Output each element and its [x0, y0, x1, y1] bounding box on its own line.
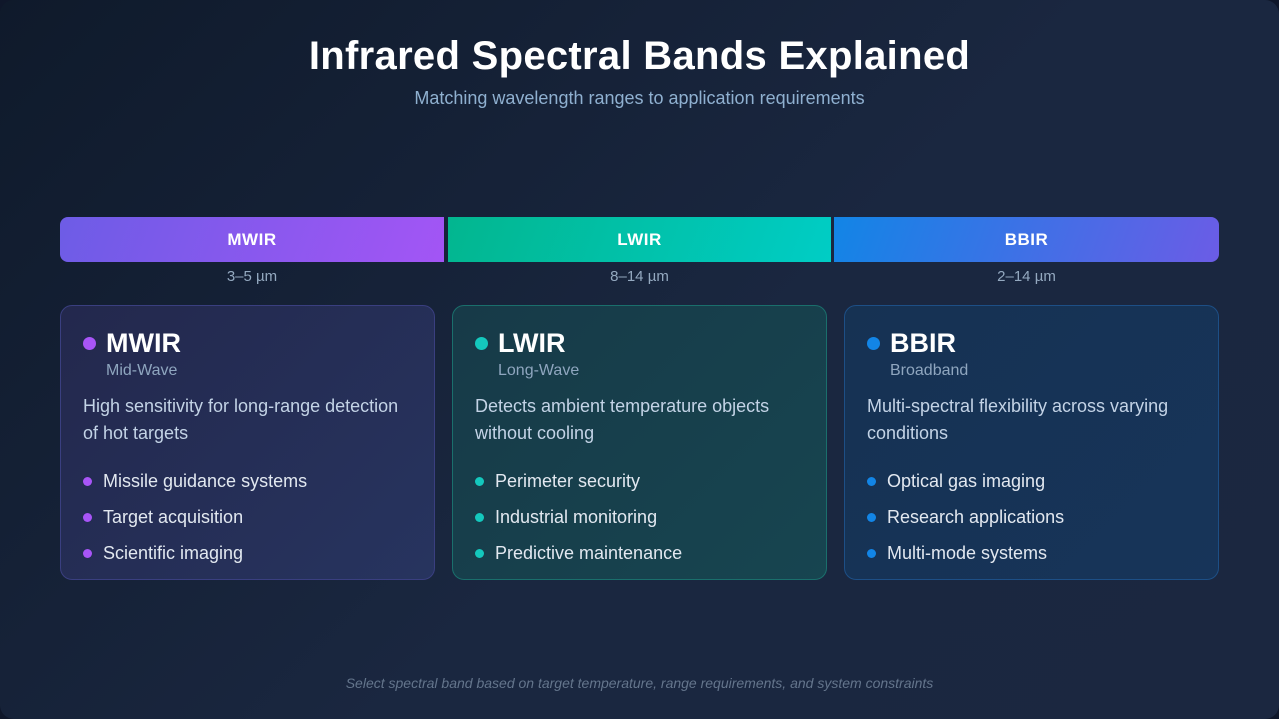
card-subtitle: Mid-Wave: [106, 362, 178, 379]
list-item-label: Missile guidance systems: [103, 470, 308, 491]
application-list: Perimeter security Industrial monitoring…: [475, 463, 682, 571]
application-list: Optical gas imaging Research application…: [867, 463, 1064, 571]
card-subtitle: Long-Wave: [498, 362, 580, 379]
bullet-icon: [475, 476, 484, 486]
dot-icon: [475, 337, 488, 350]
list-item: Perimeter security: [475, 463, 682, 499]
card-description: Multi-spectral flexibility across varyin…: [867, 396, 1169, 443]
list-item: Scientific imaging: [83, 535, 307, 571]
list-item: Predictive maintenance: [475, 535, 682, 571]
list-item-label: Research applications: [887, 506, 1065, 527]
band-range-mwir: 3–5 µm: [226, 268, 278, 285]
list-item-label: Perimeter security: [495, 470, 641, 491]
list-item-label: Multi-mode systems: [887, 542, 1048, 563]
application-list: Missile guidance systems Target acquisit…: [83, 463, 307, 571]
card-description: Detects ambient temperature objects with…: [475, 396, 770, 443]
card-title: BBIR: [890, 328, 956, 358]
band-bar-bbir: BBIR: [834, 217, 1219, 262]
band-bar-lwir: LWIR: [448, 217, 831, 262]
bullet-icon: [867, 512, 876, 522]
footer-note: Select spectral band based on target tem…: [345, 675, 934, 691]
dot-icon: [83, 337, 96, 350]
band-card-mwir: MWIR Mid-Wave High sensitivity for long-…: [60, 305, 435, 580]
list-item: Research applications: [867, 499, 1064, 535]
card-description: High sensitivity for long-range detectio…: [83, 396, 399, 443]
bullet-icon: [475, 548, 484, 558]
bullet-icon: [83, 512, 92, 522]
page-subtitle: Matching wavelength ranges to applicatio…: [414, 88, 865, 108]
bullet-icon: [83, 476, 92, 486]
card-title: LWIR: [498, 328, 566, 358]
bullet-icon: [475, 512, 484, 522]
band-card-bbir: BBIR Broadband Multi-spectral flexibilit…: [844, 305, 1219, 580]
list-item: Target acquisition: [83, 499, 307, 535]
list-item: Industrial monitoring: [475, 499, 682, 535]
band-range-bbir: 2–14 µm: [997, 268, 1056, 285]
dot-icon: [867, 337, 880, 350]
list-item-label: Scientific imaging: [103, 542, 244, 563]
bullet-icon: [867, 548, 876, 558]
card-subtitle: Broadband: [890, 362, 969, 379]
list-item-label: Industrial monitoring: [495, 506, 658, 527]
bullet-icon: [83, 548, 92, 558]
band-range-lwir: 8–14 µm: [610, 268, 669, 285]
band-bar-mwir: MWIR: [60, 217, 444, 262]
bullet-icon: [867, 476, 876, 486]
card-title: MWIR: [106, 328, 181, 358]
list-item-label: Target acquisition: [103, 506, 244, 527]
band-card-lwir: LWIR Long-Wave Detects ambient temperatu…: [452, 305, 827, 580]
list-item: Multi-mode systems: [867, 535, 1064, 571]
list-item-label: Predictive maintenance: [495, 542, 683, 563]
list-item: Missile guidance systems: [83, 463, 307, 499]
page-title: Infrared Spectral Bands Explained: [308, 34, 971, 78]
list-item-label: Optical gas imaging: [887, 470, 1046, 491]
list-item: Optical gas imaging: [867, 463, 1064, 499]
